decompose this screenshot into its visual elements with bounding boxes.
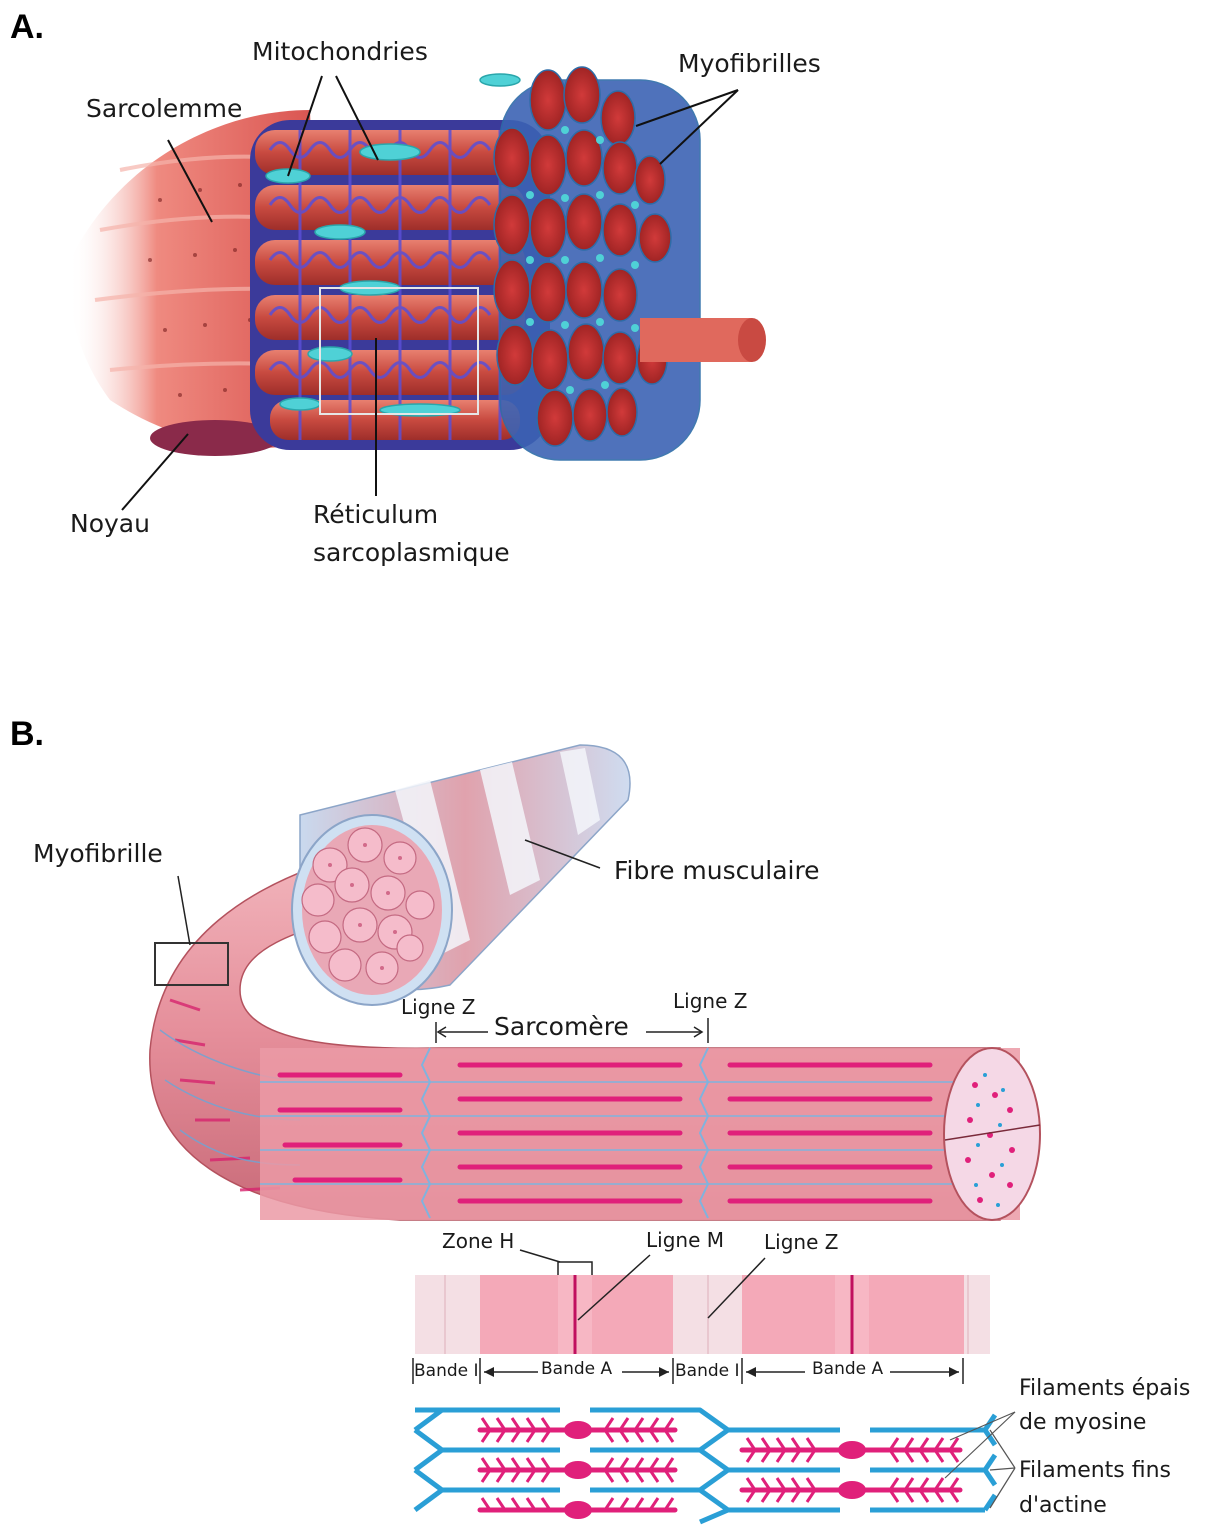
protruding-myofibril	[640, 318, 766, 362]
label-bande-a-1: Bande A	[541, 1359, 612, 1379]
label-filaments-fins-line2: d'actine	[1019, 1493, 1107, 1518]
label-filaments-fins-line1: Filaments fins	[1019, 1458, 1171, 1483]
label-bande-i-1: Bande I	[414, 1361, 479, 1381]
label-reticulum-line1: Réticulum	[313, 501, 438, 530]
label-bande-i-2: Bande I	[675, 1361, 740, 1381]
label-mitochondries: Mitochondries	[252, 38, 428, 67]
sarcomere-band-diagram	[415, 1262, 990, 1354]
label-ligne-m: Ligne M	[646, 1229, 724, 1252]
label-sarcolemme: Sarcolemme	[86, 95, 242, 124]
label-zone-h: Zone H	[442, 1230, 514, 1253]
muscle-fiber-cylinder	[292, 745, 630, 1005]
label-reticulum-line2: sarcoplasmique	[313, 539, 510, 568]
straight-myofibril	[260, 1048, 1040, 1220]
label-ligne-z-bottom: Ligne Z	[764, 1231, 838, 1254]
filament-diagram	[415, 1410, 1015, 1522]
label-myofibrille: Myofibrille	[33, 840, 163, 869]
label-ligne-z-right: Ligne Z	[673, 990, 747, 1013]
myofibril-end-caps	[494, 67, 700, 460]
label-sarcomere: Sarcomère	[494, 1013, 629, 1042]
label-bande-a-2: Bande A	[812, 1359, 883, 1379]
label-filaments-epais-line1: Filaments épais	[1019, 1376, 1190, 1401]
label-filaments-epais-line2: de myosine	[1019, 1410, 1146, 1435]
label-ligne-z-left: Ligne Z	[401, 996, 475, 1019]
label-noyau: Noyau	[70, 510, 150, 539]
label-myofibrilles: Myofibrilles	[678, 50, 821, 79]
label-fibre-musculaire: Fibre musculaire	[614, 857, 820, 886]
